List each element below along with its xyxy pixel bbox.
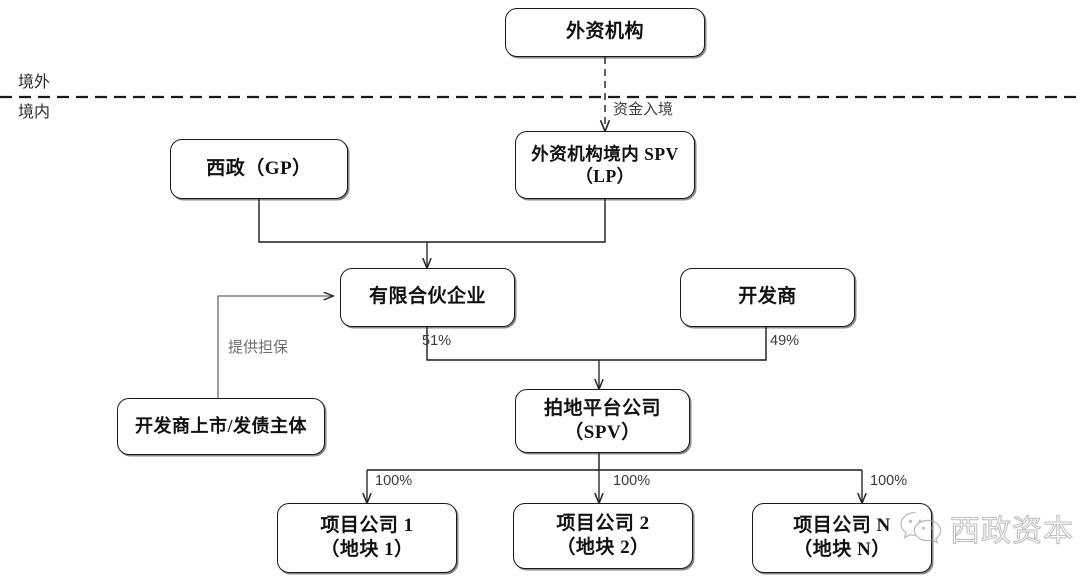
node-project-company-2-line2: （地块 2）: [556, 537, 650, 558]
node-domestic-spv-line2: （LP）: [575, 166, 635, 186]
node-project-company-1[interactable]: 项目公司 1 （地块 1）: [277, 503, 457, 573]
node-land-platform[interactable]: 拍地平台公司 （SPV）: [515, 389, 690, 453]
node-project-company-2[interactable]: 项目公司 2 （地块 2）: [513, 503, 693, 569]
node-developer[interactable]: 开发商: [680, 268, 855, 327]
node-project-company-n-line1: 项目公司 N: [793, 514, 891, 536]
edge-label-stake-49: 49%: [770, 333, 800, 349]
node-developer-line1: 开发商: [738, 286, 797, 308]
zone-label-onshore: 境内: [18, 104, 51, 121]
node-land-platform-line2: （SPV）: [564, 422, 641, 443]
node-xizheng-gp-line1: 西政（GP）: [206, 157, 312, 179]
zone-label-offshore: 境外: [18, 74, 51, 91]
edge-label-capital-inflow: 资金入境: [613, 102, 674, 118]
node-developer-listed-entity[interactable]: 开发商上市/发债主体: [117, 398, 325, 455]
node-land-platform-line1: 拍地平台公司: [543, 397, 661, 419]
edge-partnership-51: [426, 327, 599, 361]
node-foreign-institution[interactable]: 外资机构: [505, 8, 705, 57]
edge-label-stake-100-b: 100%: [613, 473, 651, 489]
node-domestic-spv[interactable]: 外资机构境内 SPV （LP）: [515, 131, 695, 199]
edge-gp-to-partnership: [258, 199, 427, 243]
node-developer-listed-entity-line1: 开发商上市/发债主体: [134, 415, 307, 436]
edge-label-stake-100-c: 100%: [870, 473, 908, 489]
node-domestic-spv-line1: 外资机构境内 SPV: [531, 143, 679, 164]
node-project-company-2-line1: 项目公司 2: [556, 512, 650, 534]
node-foreign-institution-line1: 外资机构: [565, 21, 644, 43]
node-project-company-1-line1: 项目公司 1: [320, 514, 414, 536]
edge-label-provide-guarantee: 提供担保: [228, 340, 289, 356]
edge-label-stake-51: 51%: [422, 333, 452, 349]
node-project-company-n-line2: （地块 N）: [793, 539, 891, 560]
edge-developer-49: [599, 327, 767, 361]
edge-label-stake-100-a: 100%: [375, 473, 413, 489]
node-xizheng-gp[interactable]: 西政（GP）: [170, 139, 348, 199]
node-limited-partnership-line1: 有限合伙企业: [368, 286, 486, 308]
node-project-company-n[interactable]: 项目公司 N （地块 N）: [752, 503, 932, 573]
watermark-text: 西政资本: [949, 514, 1074, 548]
node-project-company-1-line2: （地块 1）: [320, 539, 414, 560]
edge-lp-to-partnership: [427, 199, 606, 243]
node-limited-partnership[interactable]: 有限合伙企业: [340, 268, 515, 327]
